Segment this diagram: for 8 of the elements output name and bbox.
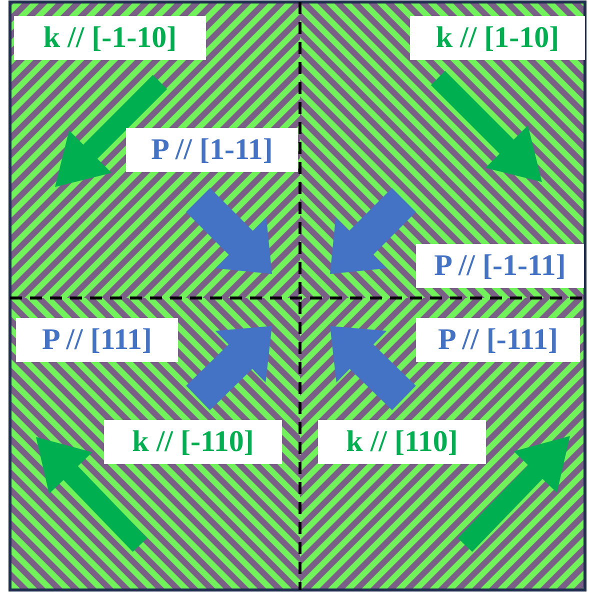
direction-label: k // [-1-10] <box>14 16 206 60</box>
direction-label: P // [-1-11] <box>416 244 584 288</box>
direction-label: P // [-111] <box>416 318 580 362</box>
direction-label: k // [1-10] <box>410 16 585 60</box>
direction-label: k // [-110] <box>104 420 282 464</box>
direction-label: k // [110] <box>318 420 486 464</box>
direction-label: P // [111] <box>16 318 178 362</box>
direction-label: P // [1-11] <box>126 128 298 172</box>
